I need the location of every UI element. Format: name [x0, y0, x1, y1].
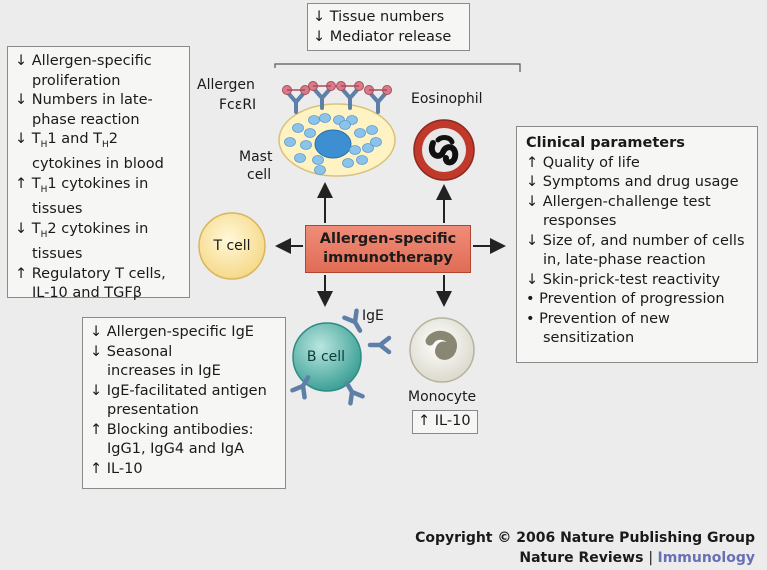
b-cell-effect-line: ↓ Seasonal	[90, 343, 173, 360]
fceri-label: FcεRI	[219, 97, 257, 113]
monocyte	[409, 317, 475, 383]
clinical-parameter-line: ↑ Quality of life	[526, 154, 640, 171]
fceri-receptor	[364, 85, 392, 114]
clinical-parameters-box: Clinical parameters ↑ Quality of life ↓ S…	[516, 126, 758, 363]
ige-antibodies	[290, 308, 392, 406]
fceri-receptor	[282, 85, 310, 114]
clinical-parameter-line: responses	[543, 213, 617, 229]
b-cell	[292, 322, 362, 392]
b-cell-effect-line: ↑ IL-10	[90, 460, 143, 477]
clinical-parameter-line: ↓ Skin-prick-test reactivity	[526, 271, 721, 288]
allergen-label: Allergen	[197, 77, 255, 93]
top-bracket	[274, 63, 521, 72]
clinical-parameter-line: in, late-phase reaction	[543, 252, 706, 268]
mediator-release-text: ↓ Mediator release	[313, 28, 452, 45]
journal-line: Nature Reviews | Immunology	[519, 550, 755, 566]
t-cell-effect-line: ↓ Allergen-specific	[15, 53, 152, 69]
clinical-parameter-line: ↓ Symptoms and drug usage	[526, 174, 739, 190]
t-cell-effect-line: ↑ TH1 cytokines in	[15, 175, 149, 195]
fceri-receptors	[282, 81, 392, 114]
fceri-receptor	[308, 81, 336, 110]
clinical-parameter-line: • Prevention of new	[526, 310, 670, 327]
tissue-effects-box: ↓ Tissue numbers ↓ Mediator release	[307, 3, 470, 51]
t-cell-effect-line: ↓ TH2 cytokines in	[15, 220, 149, 240]
mast-cell	[278, 103, 396, 177]
t-cell-effect-line: IL-10 and TGFβ	[32, 285, 142, 302]
t-cell-effect-line: proliferation	[32, 72, 121, 89]
antibody	[344, 381, 365, 406]
monocyte-il10-box: ↑ IL-10	[412, 410, 478, 434]
antibody	[367, 335, 392, 355]
clinical-parameters-title: Clinical parameters	[526, 135, 685, 151]
mast-cell-label-1: Mast	[239, 149, 273, 165]
t-cell	[198, 212, 266, 280]
ige-label: IgE	[362, 308, 384, 324]
t-cell-effect-line: cytokines in blood	[32, 156, 164, 173]
t-cell-effect-line: ↓ Numbers in late-	[15, 92, 153, 108]
clinical-parameter-line: ↓ Size of, and number of cells	[526, 232, 745, 249]
eosinophil-label: Eosinophil	[411, 91, 483, 107]
clinical-parameter-line: ↓ Allergen-challenge test	[526, 193, 711, 210]
copyright-line: Copyright © 2006 Nature Publishing Group	[415, 530, 755, 546]
t-cell-effect-line: phase reaction	[32, 111, 140, 128]
b-cell-effect-line: ↓ Allergen-specific IgE	[90, 324, 254, 340]
journal-name: Nature Reviews	[519, 550, 644, 566]
b-cell-effect-line: IgG1, IgG4 and IgA	[107, 441, 244, 457]
mast-cell-label-2: cell	[247, 167, 272, 183]
b-cell-effect-line: ↑ Blocking antibodies:	[90, 421, 254, 438]
t-cell-effect-line: ↑ Regulatory T cells,	[15, 265, 166, 282]
antibody	[290, 375, 311, 400]
t-cell-label: T cell	[213, 238, 251, 254]
tissue-numbers-text: ↓ Tissue numbers	[313, 9, 445, 25]
b-cell-effect-line: presentation	[107, 402, 199, 418]
t-cell-effect-line: ↓ TH1 and TH2	[15, 131, 119, 150]
immunotherapy-line-1: Allergen-specific	[319, 231, 457, 247]
b-cell-effect-line: ↓ IgE-facilitated antigen	[90, 382, 267, 399]
antibody	[342, 308, 363, 333]
t-cell-effects-box: ↓ Allergen-specific proliferation ↓ Number…	[7, 46, 190, 301]
monocyte-il10-text: ↑ IL-10	[418, 413, 471, 429]
t-cell-effect-line: tissues	[32, 246, 83, 263]
monocyte-label: Monocyte	[408, 389, 477, 405]
eosinophil	[413, 119, 475, 181]
journal-section: Immunology	[657, 550, 755, 566]
b-cell-label: B cell	[306, 349, 346, 365]
b-cell-effect-line: increases in IgE	[107, 363, 221, 379]
clinical-parameter-line: sensitization	[543, 330, 635, 346]
fceri-receptor	[336, 81, 364, 110]
t-cell-effect-line: tissues	[32, 201, 83, 218]
immunotherapy-box: Allergen-specific immunotherapy	[305, 225, 471, 273]
b-cell-effects-box: ↓ Allergen-specific IgE ↓ Seasonal increas…	[82, 317, 286, 489]
clinical-parameter-line: • Prevention of progression	[526, 291, 725, 307]
immunotherapy-line-2: immunotherapy	[323, 250, 453, 266]
